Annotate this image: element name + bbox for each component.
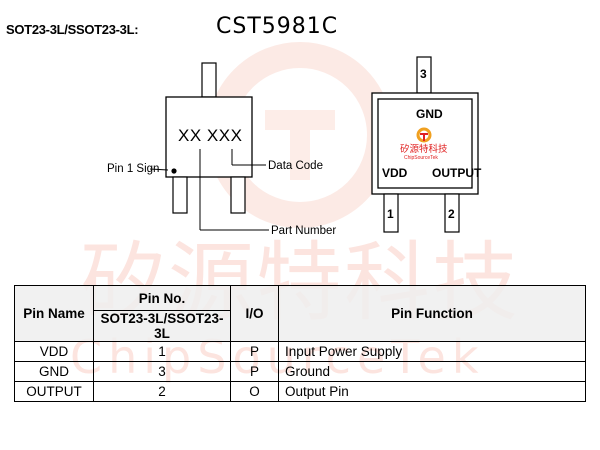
brand-chinese-text: 矽源特科技 [400, 143, 448, 155]
pin1-leader-line [149, 168, 169, 171]
io-cell: P [230, 361, 279, 382]
pin2-lead [444, 193, 460, 233]
pin-name-header: Pin Name [14, 285, 94, 342]
pinout-diagram: 3 GND 矽源特科技 ChipSourceTek VDD OUTPUT 1 2 [371, 56, 482, 233]
pin-function-cell: Output Pin [278, 381, 586, 402]
table-header-row: Pin Name Pin No. I/O Pin Function [14, 285, 586, 342]
package-body [165, 96, 253, 178]
pin-no-cell: 3 [93, 361, 231, 382]
pin3-number: 3 [420, 67, 427, 81]
pin-table: Pin Name Pin No. I/O Pin Function SOT23-… [14, 285, 586, 402]
bottom-left-lead [172, 176, 188, 214]
table-row: VDD 1 P Input Power Supply [14, 341, 586, 362]
pin-function-cell: Ground [278, 361, 586, 382]
table-row: OUTPUT 2 O Output Pin [14, 381, 586, 402]
pin-function-cell: Input Power Supply [278, 341, 586, 362]
top-lead [201, 62, 217, 98]
pin1-number: 1 [387, 207, 394, 221]
pin1-dot-icon [171, 168, 177, 174]
pin2-number: 2 [448, 207, 455, 221]
io-cell: P [230, 341, 279, 362]
pinout-body-inner [377, 98, 473, 189]
table-subheader-row: SOT23-3L/SSOT23-3L [15, 310, 586, 342]
io-header: I/O [230, 285, 279, 342]
pin-name-cell: VDD [14, 341, 94, 362]
bottom-right-lead [230, 176, 246, 214]
pin1-lead [383, 193, 399, 233]
package-label: SOT23-3L/SSOT23-3L: [6, 22, 139, 37]
pin-no-header: Pin No. [93, 285, 231, 311]
brand-logo-icon [416, 127, 432, 143]
marking-text: XX XXX [178, 126, 242, 145]
part-number-label: Part Number [271, 225, 336, 237]
io-cell: O [230, 381, 279, 402]
data-code-label: Data Code [268, 160, 323, 172]
table-row: GND 3 P Ground [14, 361, 586, 382]
part-title: CST5981C [216, 14, 339, 39]
gnd-label: GND [416, 107, 443, 121]
pinout-body-outer [371, 92, 479, 195]
pin-no-cell: 1 [93, 341, 231, 362]
package-marking-diagram: XX XXX Pin 1 Sign Data Code Part Number [107, 62, 336, 237]
pin-no-package-subheader: SOT23-3L/SSOT23-3L [93, 310, 231, 342]
pin-no-cell: 2 [93, 381, 231, 402]
pin-name-cell: GND [14, 361, 94, 382]
vdd-label: VDD [382, 166, 408, 180]
pin1-sign-label: Pin 1 Sign [107, 163, 159, 175]
brand-english-text: ChipSourceTek [404, 155, 438, 161]
pin-function-header: Pin Function [278, 285, 586, 342]
output-label: OUTPUT [432, 166, 482, 180]
pin-name-cell: OUTPUT [14, 381, 94, 402]
